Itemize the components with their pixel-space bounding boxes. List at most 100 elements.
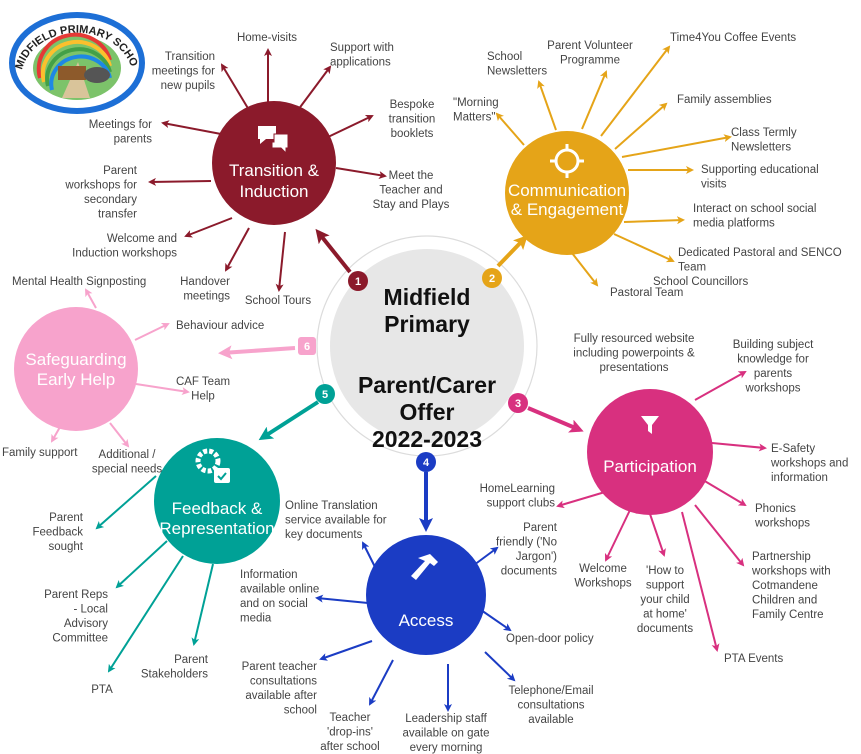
hub-circle (505, 131, 629, 255)
item-arrow (649, 513, 666, 557)
item-arrow (85, 288, 97, 309)
item-arrow (621, 134, 732, 158)
hub-number: 3 (515, 398, 521, 410)
item-arrow (623, 216, 685, 225)
item-label: School Councillors (653, 276, 748, 288)
hub-title: Representation (159, 519, 274, 538)
item-label: Teacher'drop-ins'after school (320, 712, 379, 753)
center-offer-line-1: Parent/Carer (358, 372, 496, 398)
item-arrow (135, 383, 190, 396)
item-arrow (191, 563, 214, 646)
item-label: Time4You Coffee Events (670, 32, 796, 44)
item-arrow (581, 70, 608, 130)
item-arrow (327, 114, 374, 138)
item-arrow (711, 442, 767, 452)
item-arrow (148, 177, 212, 186)
hub-item: Additional /special needs (92, 422, 162, 476)
hub-circle (154, 438, 280, 564)
item-arrow (335, 167, 387, 179)
item-arrow (702, 479, 747, 507)
item-label: Mental Health Signposting (12, 276, 146, 288)
hub-item: Family assemblies (614, 94, 772, 150)
center-school-line-1: Midfield (384, 284, 471, 310)
item-arrow (571, 252, 599, 287)
item-arrow (614, 102, 668, 150)
item-arrow (297, 65, 332, 111)
hub-circle (14, 307, 138, 431)
hub-item: School Tours (245, 231, 312, 307)
hub-item: PTA Events (681, 511, 783, 665)
item-label: Family support (2, 447, 78, 459)
item-label: PTA (91, 684, 113, 696)
hub-item: Family support (2, 426, 78, 459)
item-arrow (484, 651, 516, 682)
item-arrow (109, 422, 130, 448)
hub-circle (366, 535, 486, 655)
item-arrow (694, 371, 747, 401)
item-arrow (275, 231, 286, 292)
hub-item: Mental Health Signposting (12, 276, 146, 309)
hub-number-badge: 6 (298, 337, 316, 355)
item-label: School Tours (245, 295, 312, 307)
item-arrow (369, 659, 394, 706)
crosshair-icon (550, 144, 584, 178)
item-arrow (107, 555, 184, 673)
hub-number: 5 (322, 389, 328, 401)
hub-circle (212, 101, 336, 225)
funnel-icon (641, 416, 659, 434)
hub-number-badge: 5 (315, 384, 335, 404)
item-arrow (134, 323, 170, 341)
hub-item: Behaviour advice (134, 320, 264, 341)
hub-title: Access (399, 611, 454, 630)
item-arrow (184, 217, 233, 238)
center-circle: Midfield Primary Parent/Carer Offer 2022… (316, 235, 538, 457)
hub-number-badge: 2 (482, 268, 502, 288)
hub-title: Feedback & (172, 499, 263, 518)
item-arrow (315, 594, 369, 604)
item-label: Home-visits (237, 32, 297, 44)
hub-title: Safeguarding (25, 350, 126, 369)
item-arrow (495, 112, 525, 146)
hub-item: School Councillors (653, 276, 748, 288)
hub-title: Transition & (229, 161, 320, 180)
